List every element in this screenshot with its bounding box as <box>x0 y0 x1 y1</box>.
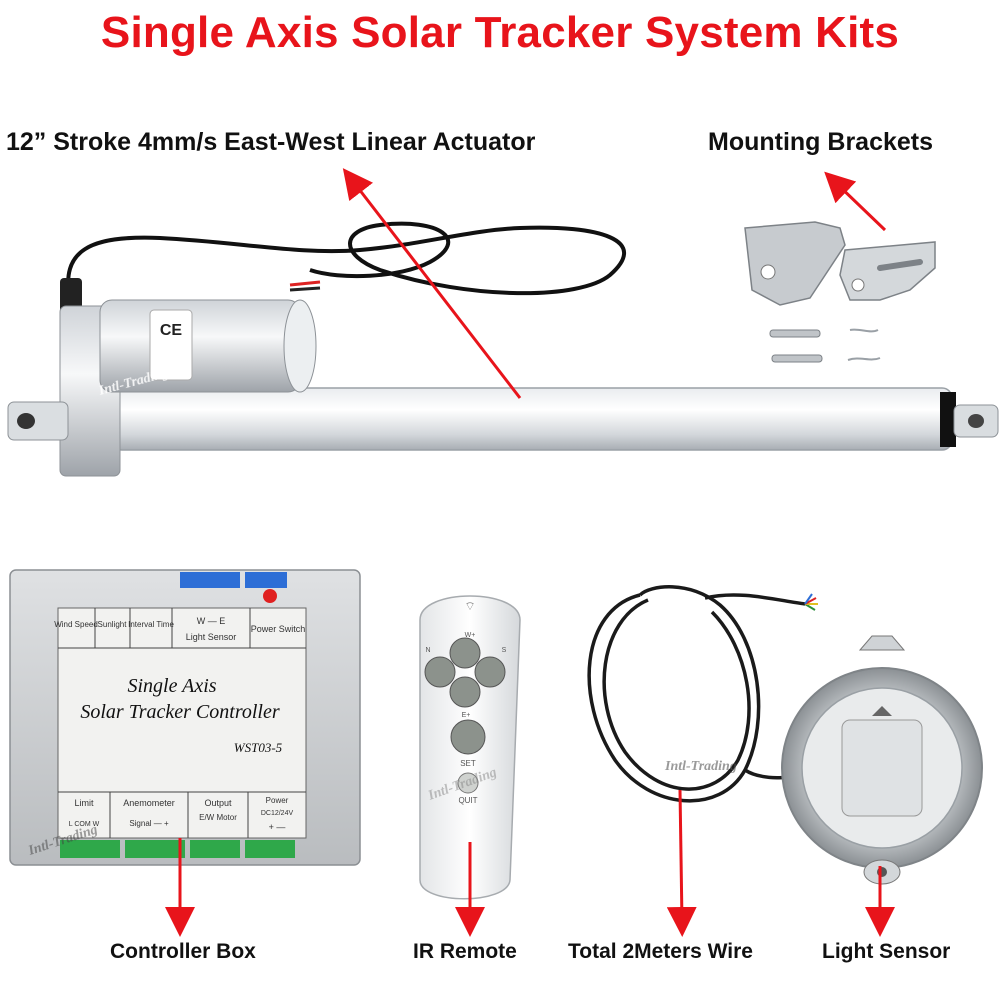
front-clevis-hole <box>17 413 35 429</box>
actuator-cable <box>66 221 626 301</box>
cotter-pin-1 <box>849 328 879 333</box>
remote-button-up <box>449 637 481 669</box>
terminal-block-top-2 <box>245 572 287 588</box>
cell-output: Output <box>204 798 232 808</box>
remote-button-set <box>450 719 486 755</box>
cell-power: Power <box>266 796 289 805</box>
ir-remote: ⌔ W+ N S E+ SET QUIT <box>419 595 521 900</box>
black-wire-icon <box>289 286 321 292</box>
cell-limit-terminals: L COM W <box>69 821 100 828</box>
cell-interval-time: Interval Time <box>128 620 174 629</box>
bracket-right-hole <box>851 278 865 292</box>
wire-coil <box>587 585 821 803</box>
actuator-label: 12” Stroke 4mm/s East-West Linear Actuat… <box>6 128 536 156</box>
terminal-block-top-1 <box>180 572 240 588</box>
page-title: Single Axis Solar Tracker System Kits <box>100 8 900 57</box>
brackets-label: Mounting Brackets <box>708 128 934 156</box>
cell-anemometer: Anemometer <box>123 798 175 808</box>
cell-ew-motor: E/W Motor <box>199 813 237 822</box>
ce-mark-icon: CE <box>160 322 183 339</box>
ir-signal-icon: ⌔ <box>464 599 475 613</box>
arrow-wire <box>666 789 697 937</box>
end-cap <box>940 392 956 447</box>
bracket-right-slot <box>877 259 923 271</box>
cell-limit: Limit <box>74 798 94 808</box>
cell-wind-speed: Wind Speed <box>54 620 98 629</box>
remote-label-up: W+ <box>465 632 476 639</box>
controller-model: WST03-5 <box>234 740 283 755</box>
cotter-pin-2 <box>847 357 881 361</box>
wire-label: Total 2Meters Wire <box>568 940 753 963</box>
controller-box: Wind Speed Sunlight Interval Time W — E … <box>9 569 361 866</box>
arrow-brackets <box>824 171 887 232</box>
rod-end-hole <box>968 414 984 428</box>
ir-remote-label: IR Remote <box>413 940 517 963</box>
cell-dc-voltage: DC12/24V <box>261 810 294 817</box>
clevis-pin-2 <box>771 354 823 363</box>
controller-title-line2: Solar Tracker Controller <box>80 701 279 723</box>
bracket-left <box>744 221 846 306</box>
remote-button-right <box>474 656 506 688</box>
remote-label-quit: QUIT <box>458 796 477 805</box>
terminal-block-bottom-2 <box>125 840 185 858</box>
linear-actuator: CE <box>7 221 999 477</box>
controller-box-label: Controller Box <box>110 940 256 963</box>
remote-label-set: SET <box>460 759 476 768</box>
motor-end-cap <box>283 299 317 393</box>
remote-button-quit <box>457 772 479 794</box>
remote-label-right: S <box>502 647 507 654</box>
light-sensor-label: Light Sensor <box>822 940 951 963</box>
sensor-cell <box>841 719 923 817</box>
remote-button-down <box>449 676 481 708</box>
arrow-actuator <box>342 168 522 399</box>
callout-arrows <box>165 168 895 937</box>
cell-sunlight: Sunlight <box>98 620 128 629</box>
cell-light-sensor: Light Sensor <box>186 632 237 642</box>
bracket-left-hole <box>760 264 776 280</box>
watermark-wire: Intl-Trading <box>664 759 737 774</box>
motor-label-sticker <box>149 309 193 381</box>
bracket-right <box>839 241 936 301</box>
cell-power-terminals: + — <box>269 822 286 832</box>
mounting-brackets <box>744 221 936 363</box>
controller-title-line1: Single Axis <box>127 675 216 697</box>
sensor-arrow-icon <box>872 706 892 716</box>
cell-anemometer-terminals: Signal — + <box>129 819 169 828</box>
terminal-block-bottom-1 <box>60 840 120 858</box>
actuator-tube <box>111 387 953 451</box>
terminal-block-bottom-3 <box>190 840 240 858</box>
remote-label-left: N <box>425 647 430 654</box>
controller-faceplate <box>57 607 307 839</box>
light-sensor <box>781 635 983 885</box>
remote-button-left <box>424 656 456 688</box>
front-clevis <box>7 401 69 441</box>
red-wire-icon <box>289 280 321 287</box>
cell-w-e: W — E <box>197 616 226 626</box>
cell-power-switch: Power Switch <box>251 624 306 634</box>
sensor-top-tab <box>858 635 906 651</box>
terminal-block-bottom-4 <box>245 840 295 858</box>
clevis-pin-1 <box>769 329 821 338</box>
power-led-icon <box>263 589 277 603</box>
remote-label-down: E+ <box>462 712 471 719</box>
